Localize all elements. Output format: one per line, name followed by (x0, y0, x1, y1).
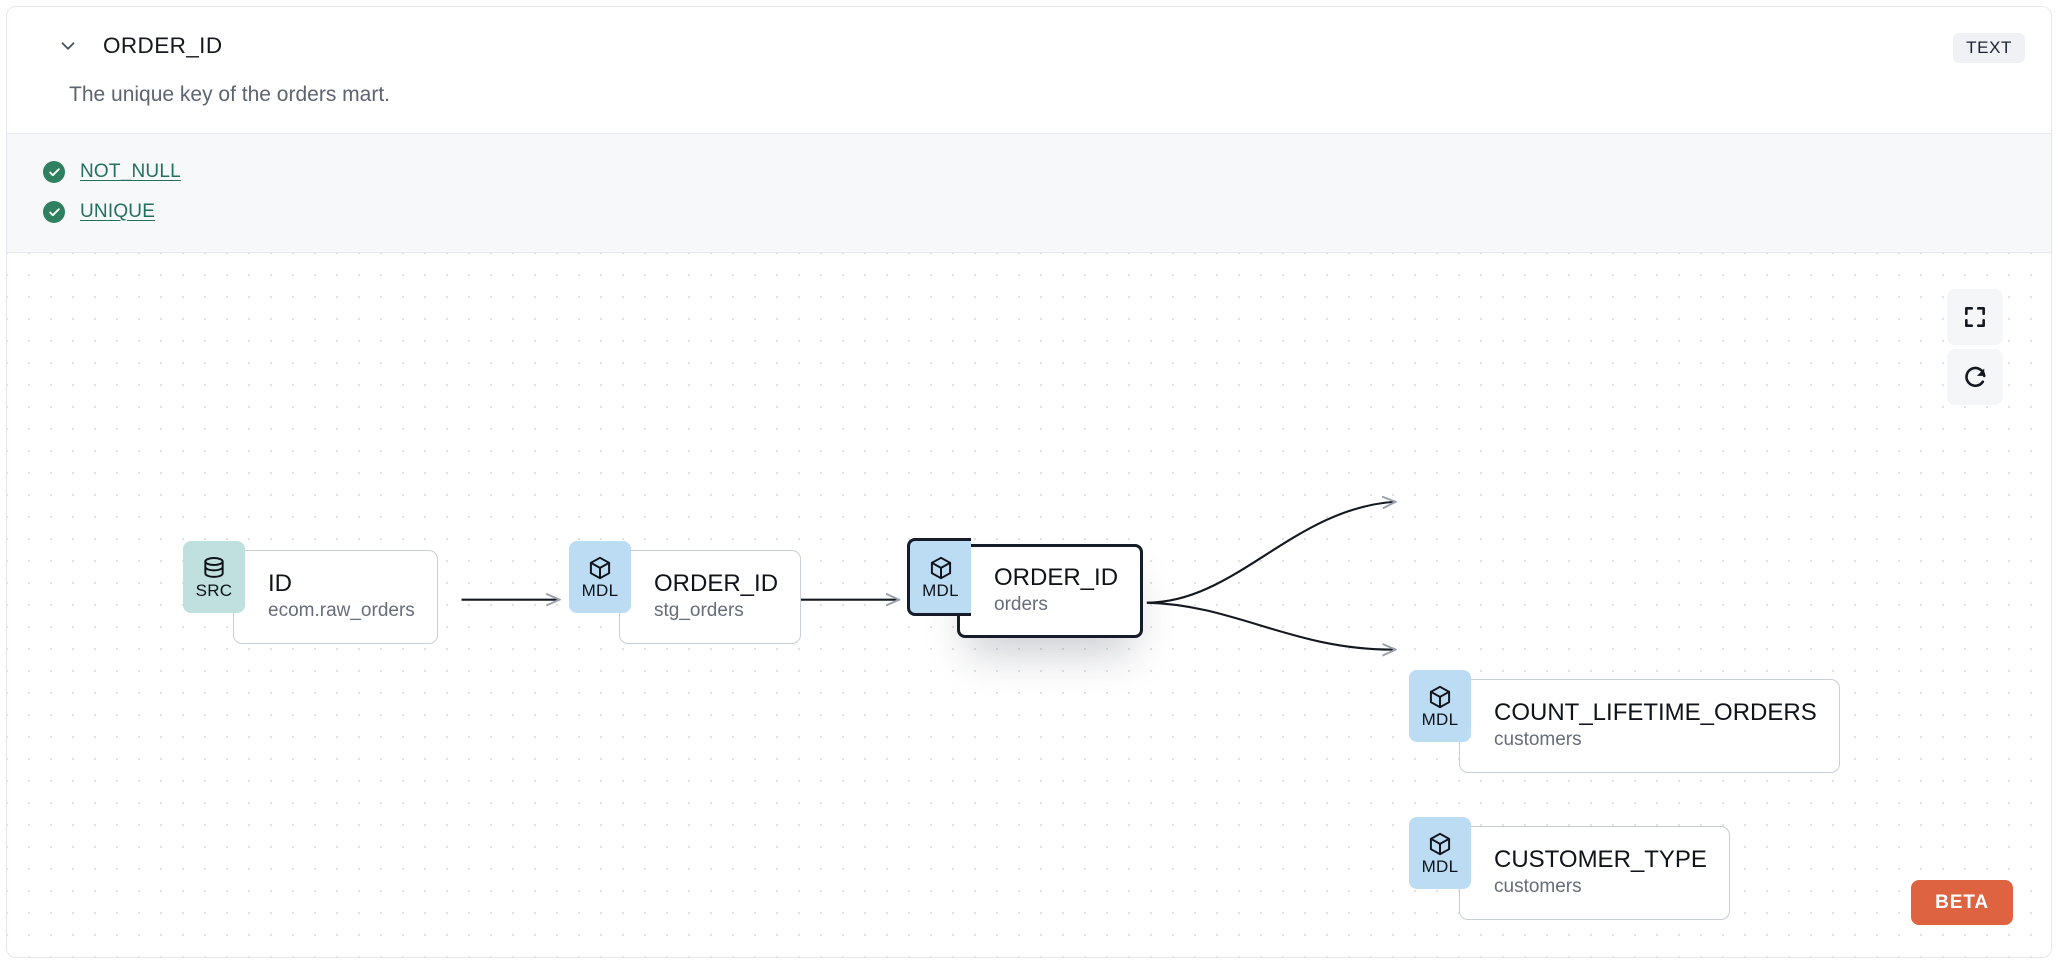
cube-icon (589, 556, 611, 580)
node-badge-label: SRC (195, 581, 233, 600)
node-badge-src: SRC (183, 541, 245, 613)
test-row: NOT_NULL (7, 152, 2051, 192)
node-badge-label: MDL (1421, 710, 1459, 729)
node-body: COUNT_LIFETIME_ORDERS customers (1459, 679, 1840, 773)
test-row: UNIQUE (7, 192, 2051, 232)
edge-orders-to-customer-type (1146, 601, 1396, 650)
cube-icon (930, 556, 951, 580)
edge-orders-to-count (1146, 502, 1396, 604)
node-badge-mdl: MDL (569, 541, 631, 613)
node-badge-label: MDL (922, 581, 959, 600)
node-name: ID (268, 569, 292, 597)
page-title: ORDER_ID (103, 33, 223, 58)
reset-view-button[interactable] (1947, 349, 2003, 405)
beta-badge[interactable]: BETA (1911, 880, 2013, 925)
node-badge-mdl: MDL (1409, 817, 1471, 889)
refresh-icon (1965, 366, 1986, 388)
cube-icon (1429, 685, 1451, 709)
node-badge-label: MDL (581, 581, 619, 600)
chevron-down-icon[interactable] (55, 33, 81, 59)
column-type-badge: TEXT (1953, 33, 2025, 63)
node-subtitle: customers (1494, 876, 1582, 898)
node-body: CUSTOMER_TYPE customers (1459, 826, 1730, 920)
check-circle-icon (43, 161, 65, 183)
cube-icon (1429, 832, 1451, 856)
test-link-unique[interactable]: UNIQUE (80, 201, 156, 222)
lineage-node-src-id[interactable]: SRC ID ecom.raw_orders (183, 541, 438, 644)
column-description: The unique key of the orders mart. (69, 83, 390, 106)
test-link-not-null[interactable]: NOT_NULL (80, 161, 181, 182)
node-body: ORDER_ID stg_orders (619, 550, 802, 644)
node-subtitle: customers (1494, 729, 1582, 751)
column-lineage-panel: ORDER_ID TEXT The unique key of the orde… (6, 6, 2052, 958)
node-name: CUSTOMER_TYPE (1494, 845, 1707, 873)
lineage-node-mdl-orders[interactable]: MDL ORDER_ID orders (907, 538, 1144, 638)
node-subtitle: stg_orders (654, 600, 744, 622)
node-badge-mdl: MDL (1409, 670, 1471, 742)
node-subtitle: orders (994, 594, 1048, 616)
lineage-node-mdl-count-lifetime-orders[interactable]: MDL COUNT_LIFETIME_ORDERS customers (1409, 670, 1840, 773)
panel-header: ORDER_ID TEXT The unique key of the orde… (7, 7, 2051, 107)
database-icon (204, 557, 224, 578)
node-badge-label: MDL (1421, 857, 1459, 876)
canvas-toolbar (1947, 289, 2003, 405)
node-badge-mdl: MDL (907, 538, 971, 616)
node-body: ORDER_ID orders (957, 544, 1144, 638)
node-subtitle: ecom.raw_orders (268, 600, 415, 622)
lineage-node-mdl-stg-orders[interactable]: MDL ORDER_ID stg_orders (569, 541, 802, 644)
node-name: ORDER_ID (994, 563, 1119, 591)
tests-section: NOT_NULL UNIQUE (7, 133, 2051, 253)
node-name: COUNT_LIFETIME_ORDERS (1494, 698, 1817, 726)
node-name: ORDER_ID (654, 569, 779, 597)
check-circle-icon (43, 201, 65, 223)
lineage-node-mdl-customer-type[interactable]: MDL CUSTOMER_TYPE customers (1409, 817, 1730, 920)
node-body: ID ecom.raw_orders (233, 550, 438, 644)
fullscreen-icon (1965, 307, 1985, 327)
fullscreen-button[interactable] (1947, 289, 2003, 345)
header-row: ORDER_ID (33, 29, 2025, 63)
lineage-canvas[interactable]: SRC ID ecom.raw_orders MDL ORDER_ID stg_… (7, 253, 2051, 957)
